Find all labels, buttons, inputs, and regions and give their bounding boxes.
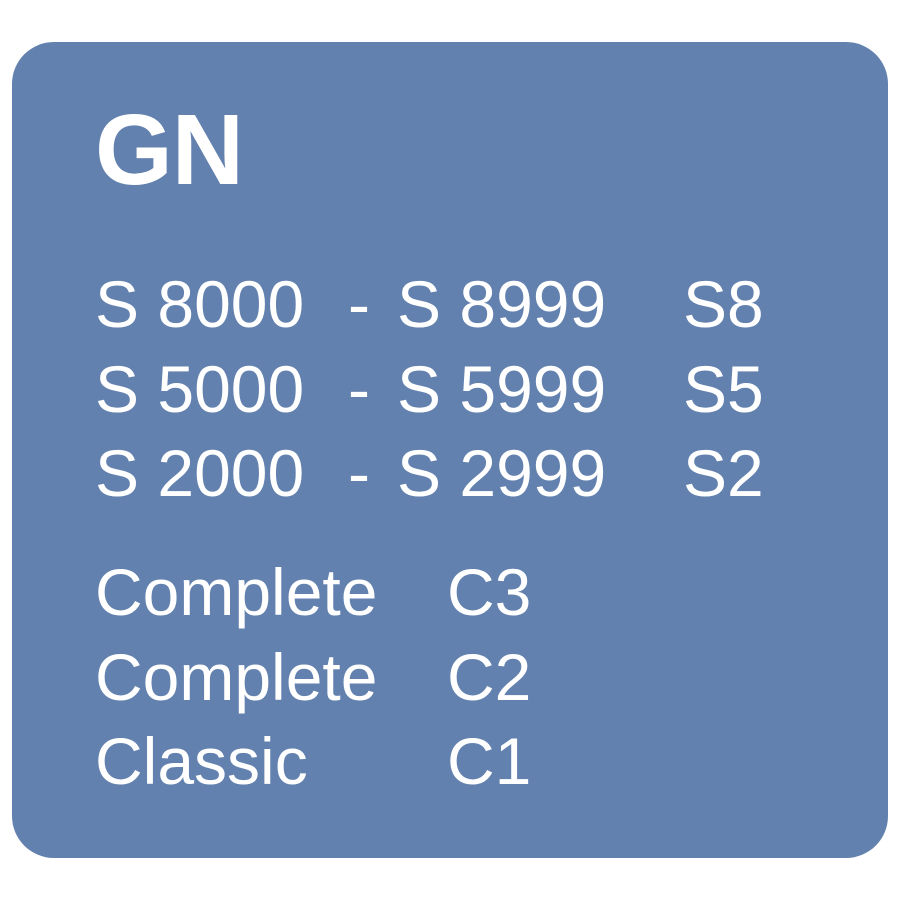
card-title: GN bbox=[95, 94, 244, 206]
range-separator: - bbox=[348, 267, 370, 341]
range-from: S 8000 bbox=[95, 267, 305, 341]
info-card: GN S 8000 - S 8999 S8 S 5000 - S 5999 S5… bbox=[12, 42, 888, 858]
product-name: Complete bbox=[95, 640, 378, 714]
series-code: S8 bbox=[683, 267, 764, 341]
range-separator: - bbox=[348, 436, 370, 510]
range-from: S 5000 bbox=[95, 352, 305, 426]
range-from: S 2000 bbox=[95, 436, 305, 510]
range-to: S 5999 bbox=[397, 352, 607, 426]
product-code: C1 bbox=[447, 724, 532, 798]
product-code: C3 bbox=[447, 555, 532, 629]
range-separator: - bbox=[348, 352, 370, 426]
series-code: S2 bbox=[683, 436, 764, 510]
range-to: S 8999 bbox=[397, 267, 607, 341]
product-name: Classic bbox=[95, 724, 308, 798]
range-to: S 2999 bbox=[397, 436, 607, 510]
series-code: S5 bbox=[683, 352, 764, 426]
product-name: Complete bbox=[95, 555, 378, 629]
product-code: C2 bbox=[447, 640, 532, 714]
